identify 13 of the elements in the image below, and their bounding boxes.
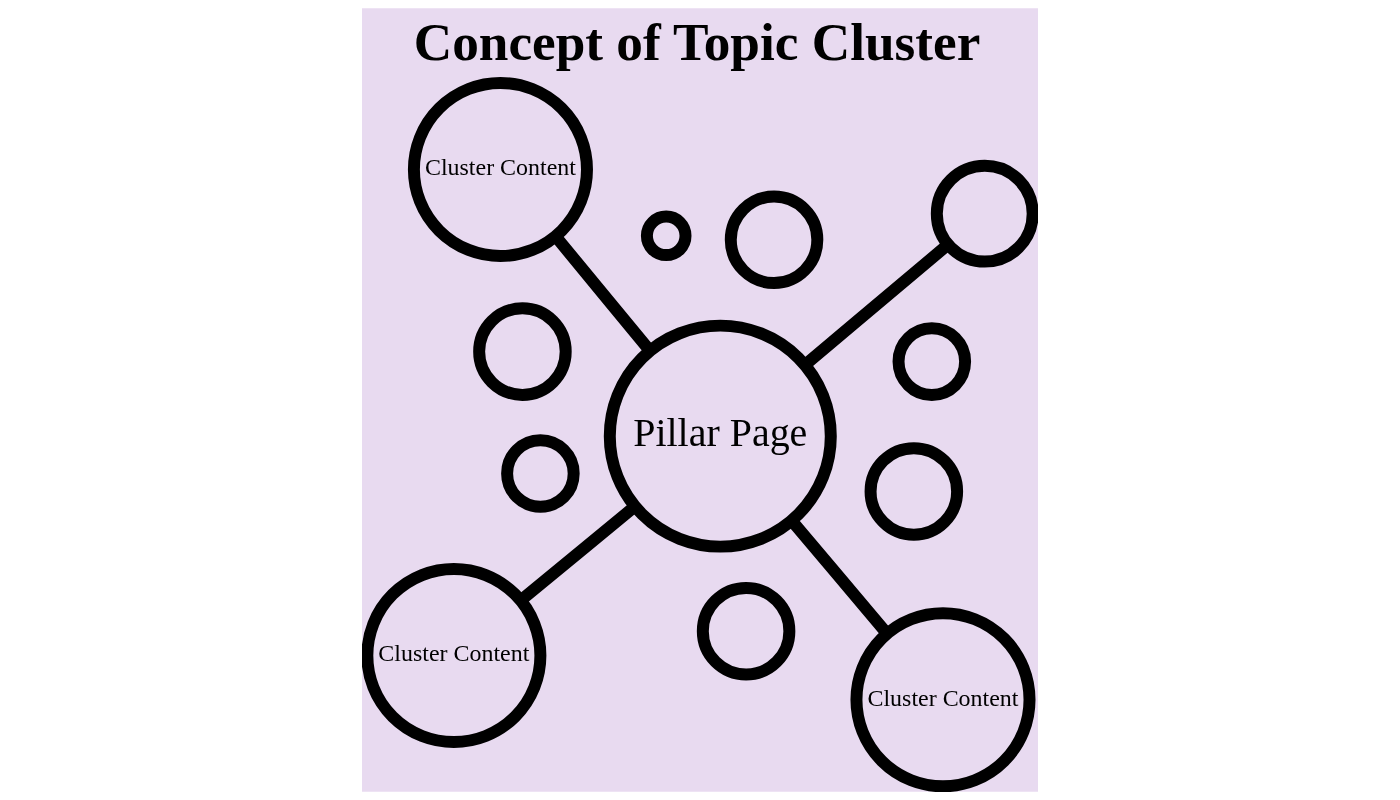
node-circle xyxy=(696,581,796,681)
node-circle: Pillar Page xyxy=(603,319,837,553)
node-circle xyxy=(724,190,824,290)
diagram-title: Concept of Topic Cluster xyxy=(413,13,981,73)
node-circle: Cluster Content xyxy=(407,76,593,262)
node-circle xyxy=(892,322,972,401)
node-circle xyxy=(473,302,572,401)
node-circle: Cluster Content xyxy=(362,563,547,749)
node-circle xyxy=(640,210,692,262)
node-circle xyxy=(864,442,964,541)
node-circle xyxy=(930,159,1038,268)
node-circle: Cluster Content xyxy=(850,607,1036,792)
node-circle xyxy=(501,434,580,513)
